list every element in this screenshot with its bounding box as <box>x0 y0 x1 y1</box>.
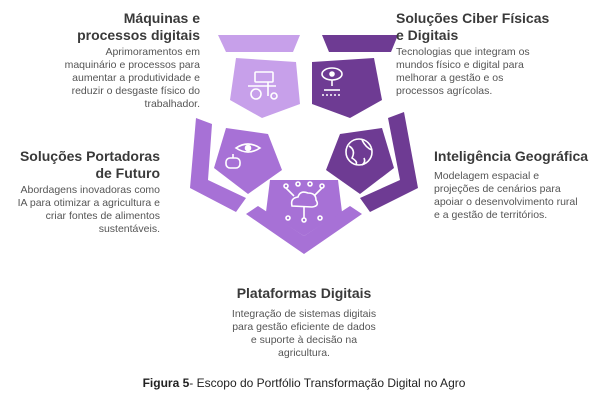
plataformas-description: Integração de sistemas digitais para ges… <box>204 308 404 360</box>
plataformas-desc-line: Integração de sistemas digitais <box>231 308 377 320</box>
futuro-title: Soluções Portadoras de Futuro <box>10 148 160 182</box>
ciber-description: Tecnologias que integram os mundos físic… <box>396 46 596 98</box>
globe-icon <box>345 138 373 166</box>
segment-futuro <box>190 118 282 212</box>
plataformas-desc-line: e suporte à decisão na <box>250 334 358 346</box>
segment-futuro-band <box>190 118 246 212</box>
figure-caption-text: - Escopo do Portfólio Transformação Digi… <box>189 376 466 390</box>
segment-plataformas-band <box>246 206 362 254</box>
maquinas-title: Máquinas e processos digitais <box>40 10 200 44</box>
segment-ciber <box>312 35 398 118</box>
geo-desc-line: projeções de cenários para <box>434 183 561 195</box>
plataformas-title-line-1: Plataformas Digitais <box>236 285 372 301</box>
maquinas-desc-line: reduzir o desgaste físico do <box>71 85 200 97</box>
futuro-title-line-2: de Futuro <box>95 165 160 181</box>
maquinas-description: Aprimoramentos em maquinário e processos… <box>40 46 200 111</box>
segment-geo <box>326 112 418 212</box>
maquinas-title-line-2: processos digitais <box>77 27 200 43</box>
futuro-desc-line: IA para otimizar a agricultura e <box>17 197 160 209</box>
geo-title: Inteligência Geográfica <box>434 148 604 165</box>
futuro-desc-line: criar fontes de alimentos <box>45 210 160 222</box>
ciber-desc-line: melhorar a gestão e os <box>396 72 504 84</box>
geo-description: Modelagem espacial e projeções de cenári… <box>434 170 604 222</box>
plataformas-desc-line: para gestão eficiente de dados <box>232 321 376 333</box>
ciber-desc-line: mundos físico e digital para <box>396 59 524 71</box>
tractor-icon <box>248 71 278 100</box>
maquinas-title-line-1: Máquinas e <box>123 10 200 26</box>
sensor-icon <box>321 67 343 96</box>
ciber-desc-line: processos agrícolas. <box>396 85 493 97</box>
segment-ciber-band <box>322 35 398 52</box>
geo-desc-line: Modelagem espacial e <box>434 170 540 182</box>
figure-caption-label: Figura 5 <box>142 376 190 390</box>
futuro-title-line-1: Soluções Portadoras <box>19 148 160 164</box>
futuro-description: Abordagens inovadoras como IA para otimi… <box>10 184 160 236</box>
maquinas-desc-line: trabalhador. <box>144 98 200 110</box>
maquinas-desc-line: Aprimoramentos em <box>105 46 200 58</box>
robot-eye-icon <box>225 143 262 169</box>
segment-ciber-pentagon <box>312 58 382 118</box>
futuro-desc-line: sustentáveis. <box>98 223 160 235</box>
plataformas-title: Plataformas Digitais <box>204 285 404 302</box>
ciber-title: Soluções Ciber Físicas e Digitais <box>396 10 596 44</box>
segment-maquinas <box>218 35 300 118</box>
segment-maquinas-band <box>218 35 300 52</box>
maquinas-desc-line: maquinário e processos para <box>64 59 200 71</box>
figure-caption: Figura 5- Escopo do Portfólio Transforma… <box>0 376 608 390</box>
geo-desc-line: apoiar o desenvolvimento rural <box>434 196 578 208</box>
ciber-desc-line: Tecnologias que integram os <box>396 46 530 58</box>
plataformas-desc-line: agricultura. <box>278 347 330 359</box>
ciber-title-line-1: Soluções Ciber Físicas <box>396 10 550 26</box>
segment-futuro-pentagon <box>214 128 282 194</box>
segment-maquinas-pentagon <box>230 58 300 118</box>
segment-geo-band <box>360 112 418 212</box>
segment-geo-pentagon <box>326 128 394 194</box>
futuro-desc-line: Abordagens inovadoras como <box>20 184 160 196</box>
ciber-title-line-2: e Digitais <box>396 27 459 43</box>
geo-title-line-1: Inteligência Geográfica <box>434 148 589 164</box>
maquinas-desc-line: aumentar a produtividade e <box>72 72 200 84</box>
cloud-network-icon <box>283 181 325 223</box>
geo-desc-line: e a gestão de territórios. <box>434 209 548 221</box>
